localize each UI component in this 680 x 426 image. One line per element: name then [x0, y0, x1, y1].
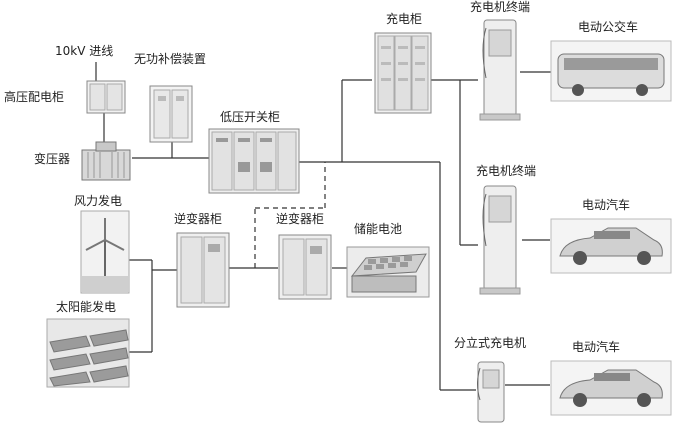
reactive-comp-image [149, 85, 193, 143]
charger-terminal-2-image [479, 185, 521, 295]
label-10kv-line: 10kV 进线 [55, 44, 114, 58]
label-charger-terminal-1: 充电机终端 [470, 0, 531, 14]
label-inverter-2: 逆变器柜 [276, 212, 325, 226]
inverter-1-image [176, 232, 230, 308]
label-inverter-1: 逆变器柜 [174, 212, 223, 226]
electric-car-1-image [550, 218, 672, 274]
electric-bus-image [550, 40, 672, 102]
label-electric-car-2: 电动汽车 [572, 340, 621, 354]
inverter-2-image [278, 234, 332, 300]
label-charger-terminal-2: 充电机终端 [476, 164, 537, 178]
label-standalone-charger: 分立式充电机 [454, 336, 527, 350]
charger-terminal-1-image [479, 19, 521, 121]
label-solar-power: 太阳能发电 [56, 300, 117, 314]
storage-battery-image [346, 246, 430, 298]
label-reactive-comp: 无功补偿装置 [134, 52, 207, 66]
label-lv-switchgear: 低压开关柜 [220, 110, 281, 124]
label-wind-power: 风力发电 [74, 194, 123, 208]
label-electric-car-1: 电动汽车 [582, 198, 631, 212]
lv-switchgear-image [208, 128, 300, 194]
standalone-charger-image [477, 361, 505, 423]
label-storage-battery: 储能电池 [354, 222, 403, 236]
label-electric-bus: 电动公交车 [578, 20, 639, 34]
wind-turbine-image [80, 210, 130, 294]
label-hv-cabinet: 高压配电柜 [4, 90, 65, 104]
label-transformer: 变压器 [34, 152, 71, 166]
transformer-image [81, 141, 131, 181]
charging-cabinet-image [374, 32, 432, 114]
solar-panels-image [46, 318, 130, 388]
label-charging-cabinet: 充电柜 [386, 12, 423, 26]
hv-cabinet-image [86, 80, 126, 114]
electric-car-2-image [550, 360, 672, 416]
